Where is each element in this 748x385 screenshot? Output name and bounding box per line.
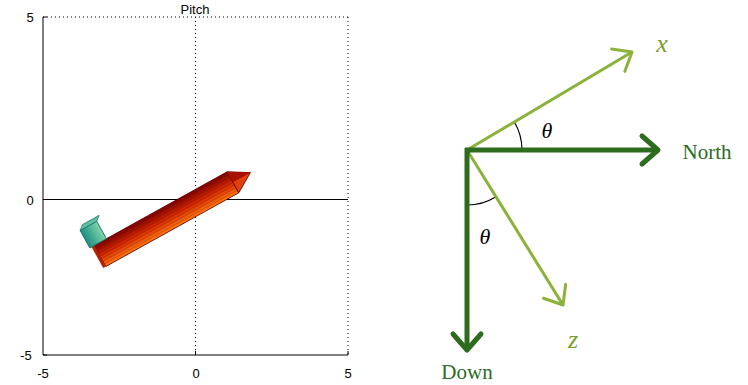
- tick-label: 5: [344, 367, 351, 380]
- tick-label: -5: [20, 349, 32, 362]
- tick-label: 0: [26, 194, 33, 207]
- plot-title: Pitch: [181, 3, 210, 16]
- body-stripe: [97, 177, 230, 251]
- tick-label: 0: [192, 367, 199, 380]
- body-stripe: [99, 180, 232, 254]
- plot-axes: [43, 17, 348, 355]
- axis-label: North: [683, 142, 732, 163]
- axis-label: x: [656, 31, 668, 57]
- body-stripe: [103, 188, 236, 262]
- body-stripe: [100, 182, 233, 256]
- tick-label: 5: [26, 11, 33, 24]
- axis-label: Down: [441, 362, 492, 383]
- tick-label: -5: [37, 367, 49, 380]
- body-stripe: [96, 174, 229, 248]
- frame-diagram: [465, 52, 658, 350]
- vehicle-model: [78, 141, 256, 269]
- body-stripe: [101, 185, 234, 259]
- angle-label: θ: [480, 226, 491, 248]
- body-stripe: [104, 190, 237, 264]
- angle-label: θ: [542, 120, 553, 142]
- axis-label: z: [568, 327, 578, 353]
